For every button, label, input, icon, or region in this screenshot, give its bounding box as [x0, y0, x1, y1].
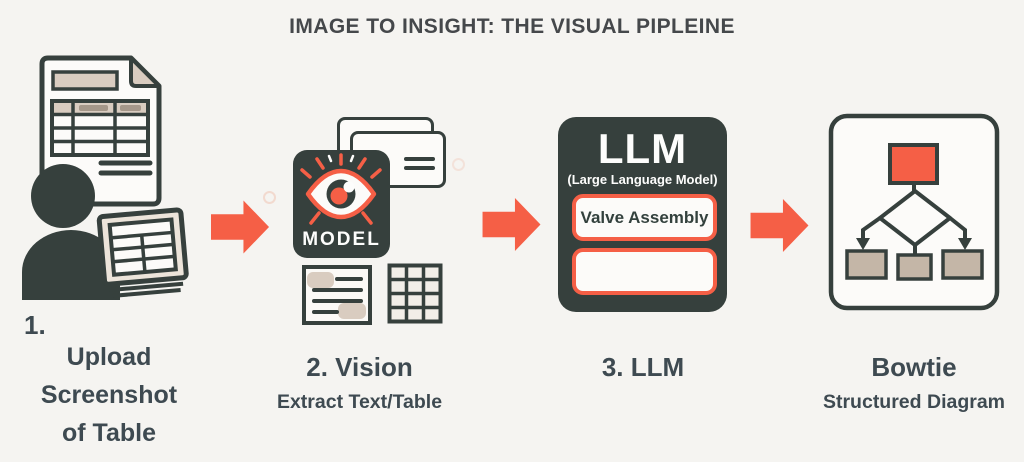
step2-label: 2. Vision — [306, 352, 413, 382]
arrowhead-down — [856, 238, 870, 250]
step4-label: Bowtie — [871, 352, 957, 382]
person-silhouette-icon — [22, 164, 120, 300]
bowtie-structured-diagram-icon — [828, 113, 1000, 311]
right-flow-arrow-icon — [482, 197, 541, 252]
llm-output-slot: Valve Assembly — [572, 194, 717, 241]
extracted-table-grid-icon — [387, 263, 443, 324]
doc-blob — [338, 303, 366, 319]
doc-text-line — [312, 299, 363, 303]
card-text-line — [404, 157, 435, 161]
step2-sublabel: Extract Text/Table — [276, 391, 443, 413]
doc-text-line — [312, 310, 339, 314]
llm-box-subtitle: (Large Language Model) — [567, 172, 718, 187]
step3-label: 3. LLM — [601, 352, 685, 382]
llm-box: LLM (Large Language Model) Valve Assembl… — [558, 117, 727, 312]
step1-caption-line: Upload — [66, 343, 152, 371]
step1-caption-line: of Table — [62, 419, 156, 447]
right-flow-arrow-icon — [211, 200, 270, 254]
step2-caption: 2. Vision Extract Text/Table — [257, 352, 462, 414]
user-upload-table-document-icon — [22, 55, 189, 300]
step1-number: 1. — [24, 310, 46, 340]
step3-caption: 3. LLM — [558, 352, 728, 382]
decorative-ring — [263, 191, 276, 204]
eye-rays-white — [327, 154, 355, 163]
vision-model-badge: MODEL — [293, 150, 390, 258]
vision-model-eye-icon — [300, 153, 382, 225]
decorative-ring — [452, 158, 465, 171]
llm-output-slot-empty — [572, 248, 717, 295]
step1-caption-line: Screenshot — [40, 381, 178, 409]
eye-rays — [300, 153, 382, 225]
right-flow-arrow-icon — [750, 198, 809, 253]
bowtie-top-node — [888, 143, 939, 185]
step4-sublabel: Structured Diagram — [822, 391, 1006, 413]
arrowhead-down — [958, 238, 972, 250]
diagram-title: IMAGE TO INSIGHT: THE VISUAL PIPLEINE — [289, 15, 735, 38]
llm-box-title: LLM — [597, 125, 688, 172]
step4-caption: Bowtie Structured Diagram — [814, 352, 1014, 414]
doc-blob — [307, 272, 334, 288]
extracted-text-doc-icon — [302, 265, 372, 325]
screenshot-card-icon — [96, 207, 189, 298]
bowtie-leaf-nodes — [845, 249, 984, 281]
doc-text-line — [312, 288, 363, 292]
step1-caption: Upload Screenshot of Table — [14, 338, 204, 452]
model-badge-label: MODEL — [302, 229, 381, 250]
card-text-line — [404, 166, 435, 170]
doc-text-line — [335, 277, 363, 281]
